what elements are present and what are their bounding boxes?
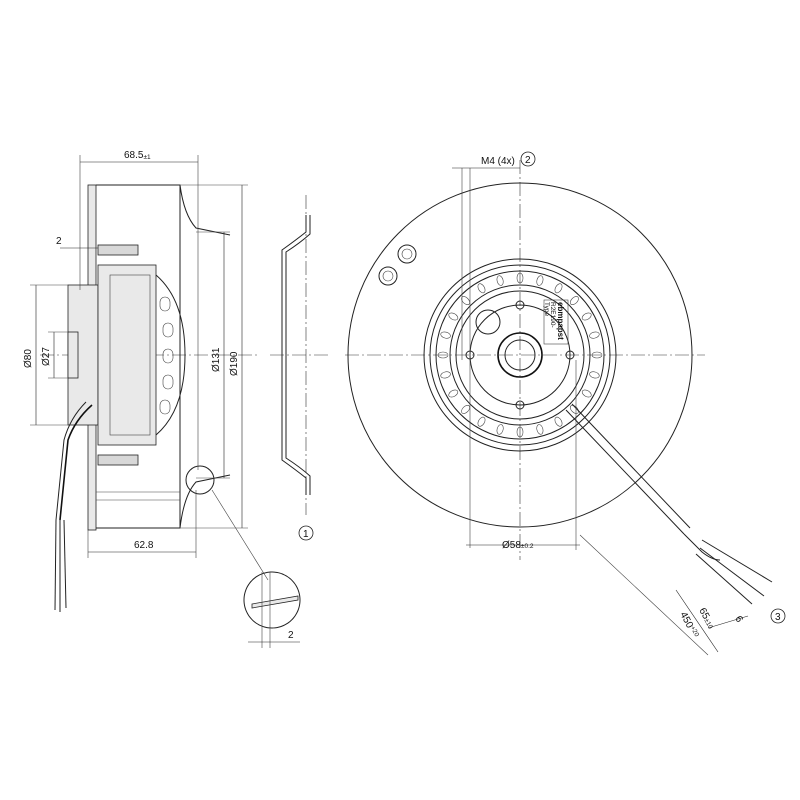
hub-inner (504, 339, 536, 371)
hub-outer (497, 332, 543, 378)
callout-1-circle (298, 525, 314, 541)
cable-end-label: 65±10 (696, 606, 716, 631)
cable-strip-label: 6 (732, 614, 745, 624)
motor-inner (109, 274, 151, 436)
dim-outer-label: Ø190 (229, 351, 240, 376)
bolt-hole-top (515, 300, 525, 310)
rotor-slot (589, 331, 600, 339)
rotor-slot (536, 424, 544, 435)
rating-label-line-2: R2E190- (549, 302, 556, 328)
rotor-slot (496, 275, 504, 286)
front-cable-top (571, 403, 691, 529)
motor-ring-3 (435, 270, 605, 440)
front-cable-bottom (565, 409, 685, 535)
bolt-circle-label: Ø58±0.2 (502, 540, 534, 551)
lower-blade-strip (97, 454, 139, 466)
callout-1-label: 1 (303, 529, 309, 540)
bolt-hole-right (565, 350, 575, 360)
m4-label: M4 (4x) (481, 156, 515, 167)
rotor-slot (477, 416, 486, 427)
detail-view: 2 (243, 571, 301, 648)
inlet-profile-bottom (96, 474, 231, 529)
rotor-slot (516, 426, 524, 438)
detail-leader (211, 489, 269, 581)
profile-outer (281, 215, 307, 495)
front-view: ebmpapst R2E190- Type M4 (4x) 2 Ø58±0.2 (345, 151, 786, 656)
rotor-slot (581, 389, 592, 398)
balance-clip (475, 309, 501, 335)
callout-2-circle (520, 151, 536, 167)
impeller-outer-circle (347, 182, 693, 528)
shaft-stub (67, 331, 79, 379)
rotor-slot (569, 404, 579, 414)
detail-dim-label: 2 (288, 630, 294, 641)
dim-depth-label: 68.5±1 (124, 150, 151, 161)
rotor-slot (461, 296, 471, 306)
cable-strip-line (707, 615, 749, 629)
bolt-hole-bottom (515, 400, 525, 410)
side-cable-outer (55, 401, 87, 521)
front-cable-sheath-end (683, 533, 721, 561)
cable-len-ext (579, 534, 709, 656)
dim-gap-label: 2 (56, 236, 62, 247)
rotor-slot (581, 312, 592, 321)
dim-hub-label: Ø80 (23, 349, 34, 368)
motor-ring-2 (429, 264, 611, 446)
side-view: 68.5±1 2 Ø80 Ø27 Ø131 Ø190 62.8 (23, 150, 269, 612)
rotor-slot (496, 424, 504, 435)
rotor-slot (536, 275, 544, 286)
cable-len-label: 450+20 (677, 610, 700, 640)
rotor-slot (437, 351, 449, 359)
rotor-slot (554, 416, 563, 427)
front-cable-wires (695, 539, 773, 605)
rotor-slot (461, 404, 471, 414)
rotor-slot (554, 283, 563, 294)
rating-label: ebmpapst R2E190- Type (543, 299, 569, 345)
cable-end-line (675, 589, 719, 653)
rotor-slot (569, 296, 579, 306)
detail-circle (243, 571, 301, 629)
motor-housing (97, 264, 157, 446)
dim-mount-label: 62.8 (134, 540, 154, 551)
motor-ring-1 (423, 258, 617, 452)
rotor-slot (477, 283, 486, 294)
callout-2-label: 2 (525, 155, 531, 166)
section-profile: 1 (270, 195, 330, 541)
rating-label-line-3: Type (543, 302, 550, 316)
rotor-slot (440, 371, 451, 379)
rating-label-brand: ebmpapst (556, 302, 565, 340)
motor-ring-5 (455, 290, 585, 420)
inlet-profile-top (96, 184, 231, 236)
cable-wires (54, 519, 67, 612)
callout-3-circle (770, 608, 786, 624)
motor-ring-4 (449, 284, 591, 426)
rotor-slots (159, 296, 174, 415)
rotor-slot (440, 331, 451, 339)
rotor-slot (516, 272, 524, 284)
profile-inner (285, 215, 311, 495)
rotor-slot (589, 371, 600, 379)
dim-shaft-label: Ø27 (41, 347, 52, 366)
rotor-slot (448, 389, 459, 398)
rotor-slot (448, 312, 459, 321)
rotor-slot (591, 351, 603, 359)
balance-marks (378, 244, 417, 286)
side-cable (59, 404, 93, 521)
rotor-dome (155, 274, 186, 436)
rating-label-box (543, 299, 569, 345)
detail-marker-circle (185, 465, 215, 495)
upper-blade-strip (97, 244, 139, 256)
dim-inlet-label: Ø131 (211, 347, 222, 372)
detail-section (251, 595, 299, 609)
callout-3-label: 3 (775, 612, 781, 623)
